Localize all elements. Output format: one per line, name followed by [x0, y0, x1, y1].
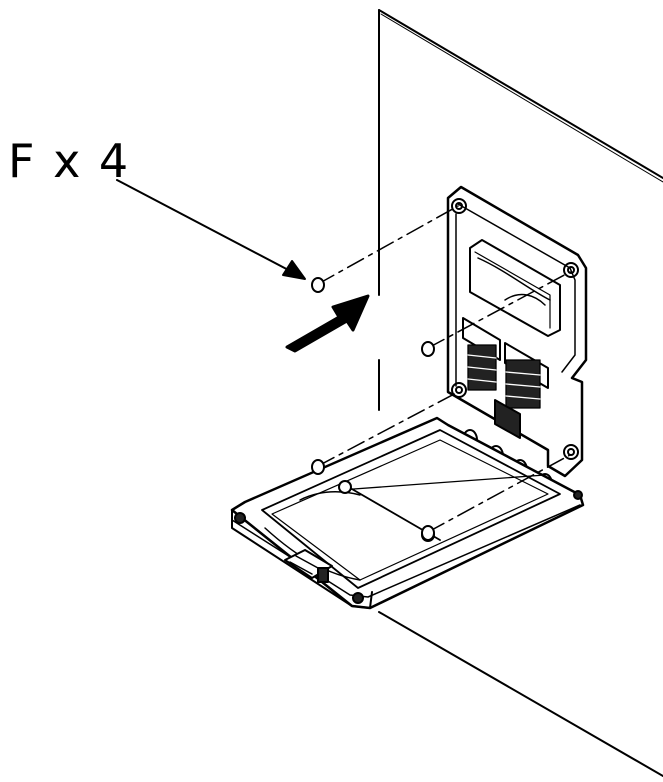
- screw-hole-top-left: [451, 198, 467, 214]
- screw-hole-bottom-right: [563, 444, 579, 460]
- mounting-bracket-back-plate: [446, 185, 588, 478]
- screw-head-icon: [421, 525, 435, 541]
- vent-grid-right: [505, 359, 541, 409]
- mounting-bracket-tray: [230, 416, 585, 610]
- screw-head-icon: [421, 341, 435, 357]
- screw-head-icon: [311, 277, 325, 293]
- screw-head-icon: [311, 459, 325, 475]
- screw-hole-bottom-left: [451, 382, 467, 398]
- wall-panel: [378, 9, 663, 777]
- vent-grid-left: [467, 344, 497, 391]
- push-arrow-icon: [285, 294, 370, 353]
- screw-heads: [311, 277, 435, 541]
- front-latch: [284, 549, 333, 583]
- alignment-lines: [317, 205, 571, 533]
- callout-leader: [116, 179, 306, 280]
- screw-hole-top-right: [563, 262, 579, 278]
- callout-label: F x 4: [8, 134, 131, 188]
